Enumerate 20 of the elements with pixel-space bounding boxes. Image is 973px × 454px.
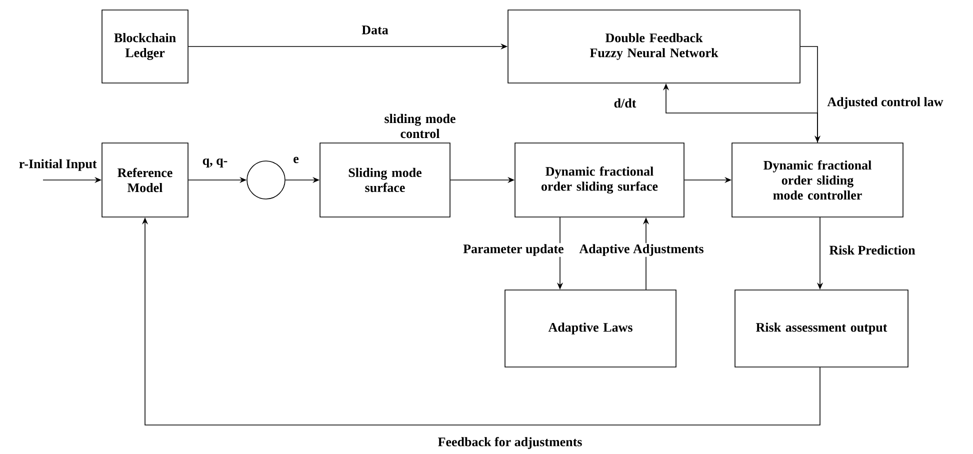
edge-label: d/dt: [612, 97, 638, 109]
edge-label: Adaptive Adjustments: [578, 243, 705, 257]
process-box: Dynamic fractional order sliding mode controller: [732, 142, 904, 218]
edge-label: Data: [360, 24, 390, 36]
process-box: Adaptive Laws: [504, 290, 676, 368]
edge-label: Parameter update: [462, 243, 565, 257]
junction-circle: [246, 160, 286, 200]
edge-label: r-Initial Input: [18, 158, 98, 172]
process-box: Blockchain Ledger: [102, 10, 188, 84]
process-box: Reference Model: [102, 142, 188, 218]
edge-label: q, q-: [201, 157, 229, 168]
edge-label: e: [292, 156, 300, 164]
process-box: Double Feedback Fuzzy Neural Network: [508, 10, 800, 84]
edge-label: Feedback for adjustments: [436, 436, 584, 450]
process-box: Sliding mode surface: [320, 142, 450, 218]
process-box: Risk assessment output: [734, 290, 908, 368]
edge-label: Adjusted control law: [826, 96, 944, 110]
process-box: Dynamic fractional order sliding surface: [514, 142, 684, 218]
edge-label: sliding mode control: [374, 112, 466, 140]
edge-label: Risk Prediction: [828, 244, 916, 256]
